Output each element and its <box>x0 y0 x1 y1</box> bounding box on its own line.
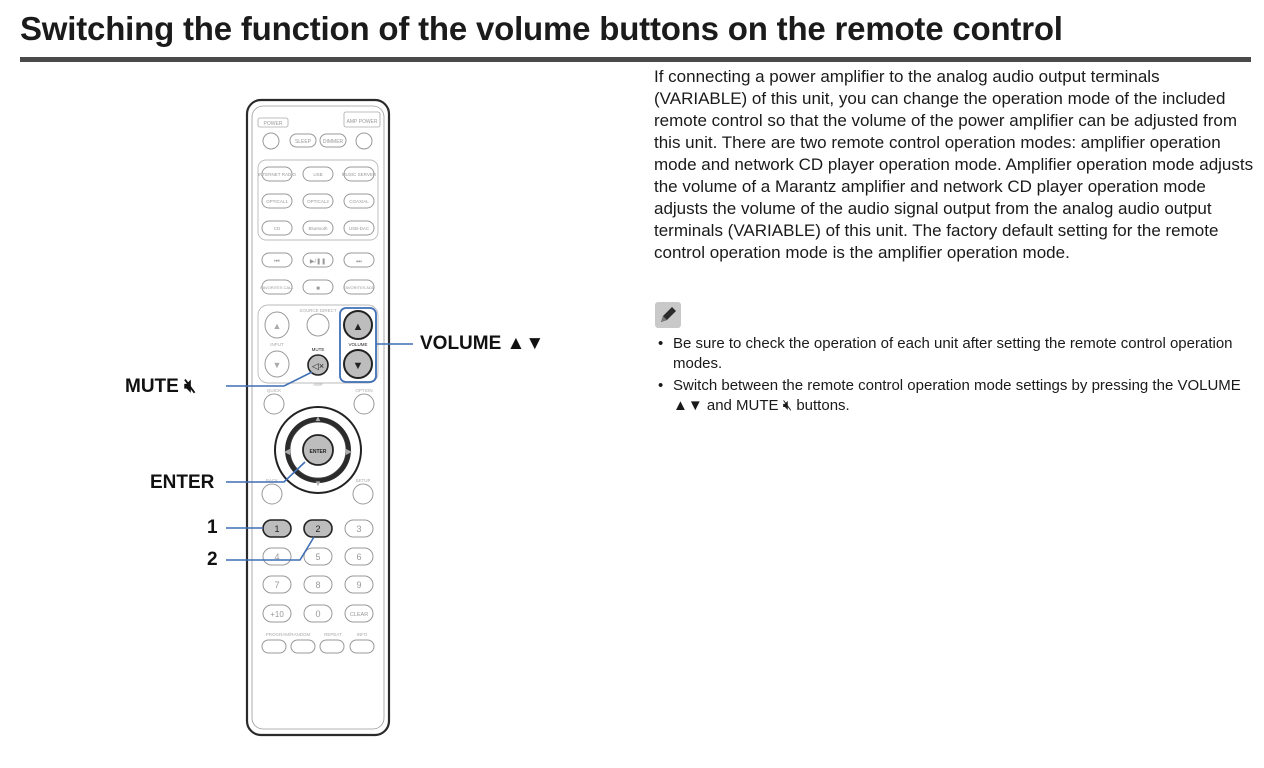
label-input: INPUT <box>270 342 284 347</box>
label-fav-call: FAVORITES CALL <box>260 285 294 290</box>
label-prev: ⏮ <box>274 259 280 265</box>
label-amp: AMP <box>313 382 323 387</box>
label-setup: SETUP <box>355 478 370 483</box>
num-2-button <box>303 519 333 538</box>
label-cd: CD <box>274 226 281 231</box>
label-fav-add: FAVORITES ADD <box>343 285 375 290</box>
label-sleep: SLEEP <box>295 139 312 145</box>
svg-text:▲: ▲ <box>314 414 322 423</box>
num-plus10-label: +10 <box>270 610 284 619</box>
label-source-direct: SOURCE DIRECT <box>299 308 337 313</box>
enter-callout: ENTER <box>150 472 215 493</box>
remote-illustration: POWER AMP POWER SLEEP DIMMER INTERNET RA… <box>226 98 413 737</box>
label-usb-dac: USB-DAC <box>349 226 370 231</box>
pencil-icon <box>655 302 681 328</box>
label-optical1: OPTICAL1 <box>266 199 288 204</box>
amp-power-button <box>355 132 373 150</box>
svg-text:▲: ▲ <box>353 321 364 333</box>
volume-callout: VOLUME ▲▼ <box>420 333 545 354</box>
sleep-button <box>289 133 317 148</box>
label-repeat: REPEAT <box>324 632 342 637</box>
notes-list: •Be sure to check the operation of each … <box>655 334 1245 418</box>
input-buttons <box>261 166 375 236</box>
label-enter-btn: ENTER <box>310 449 327 455</box>
label-usb: USB <box>313 172 322 177</box>
svg-text:▼: ▼ <box>273 360 282 370</box>
num-2-label: 2 <box>315 524 320 534</box>
svg-text:▲: ▲ <box>273 321 282 331</box>
enter-button <box>302 434 334 466</box>
label-bluetooth: Bluetooth <box>308 226 328 231</box>
svg-text:QUICK: QUICK <box>267 388 281 393</box>
mute-callout: MUTE 🔇︎ <box>125 376 197 397</box>
label-info: INFO <box>357 632 368 637</box>
label-volume: VOLUME <box>348 342 367 347</box>
power-button <box>262 132 280 150</box>
list-item: •Switch between the remote control opera… <box>658 377 1241 414</box>
label-power: POWER <box>264 121 283 127</box>
num-9-label: 9 <box>356 580 361 590</box>
label-back: BACK <box>266 478 278 483</box>
label-dimmer: DIMMER <box>323 139 344 145</box>
num-7-label: 7 <box>274 580 279 590</box>
volume-down-button <box>343 349 373 379</box>
intro-paragraph: If connecting a power amplifier to the a… <box>654 67 1254 262</box>
label-internet-radio: INTERNET RADIO <box>258 172 296 177</box>
mute-callout-line <box>226 371 313 387</box>
label-optical2: OPTICAL2 <box>307 199 329 204</box>
label-stop: ■ <box>316 286 320 292</box>
num-clear-label: CLEAR <box>350 612 368 618</box>
num-3-label: 3 <box>356 524 361 534</box>
svg-text:◀: ◀ <box>284 447 291 456</box>
title-rule <box>20 57 1251 62</box>
label-option: OPTION <box>355 388 372 393</box>
callout-lines <box>226 343 413 561</box>
svg-text:▼: ▼ <box>353 360 364 372</box>
num-0-label: 0 <box>315 609 320 619</box>
num-8-label: 8 <box>315 580 320 590</box>
volume-up-button <box>343 310 373 340</box>
dimmer-button <box>319 133 347 148</box>
list-item: •Be sure to check the operation of each … <box>658 335 1233 372</box>
label-coaxial: COAXIAL <box>349 199 369 204</box>
text-column: If connecting a power amplifier to the a… <box>654 66 1254 264</box>
remote-figure: POWER AMP POWER SLEEP DIMMER INTERNET RA… <box>0 70 640 768</box>
num-6-label: 6 <box>356 552 361 562</box>
label-play-pause: ▶/❚❚ <box>310 258 326 265</box>
two-callout-line <box>226 536 315 561</box>
one-callout: 1 <box>207 517 218 538</box>
label-next: ⏭ <box>356 259 362 265</box>
num-5-label: 5 <box>315 552 320 562</box>
num-1-label: 1 <box>274 524 279 534</box>
mute-button <box>307 354 329 376</box>
label-music-server: MUSIC SERVER <box>342 172 377 177</box>
svg-text:▼: ▼ <box>314 479 322 488</box>
page-title: Switching the function of the volume but… <box>20 10 1063 47</box>
svg-text:▶: ▶ <box>346 447 353 456</box>
label-amp-power: AMP POWER <box>346 119 377 125</box>
volume-highlight <box>339 307 377 383</box>
svg-text:◁×: ◁× <box>312 361 324 371</box>
label-program-random: PROGRAM/RANDOM <box>266 632 311 637</box>
num-4-label: 4 <box>274 552 279 562</box>
enter-callout-line <box>226 461 306 483</box>
label-mute: MUTE <box>312 347 325 352</box>
two-callout: 2 <box>207 549 218 570</box>
